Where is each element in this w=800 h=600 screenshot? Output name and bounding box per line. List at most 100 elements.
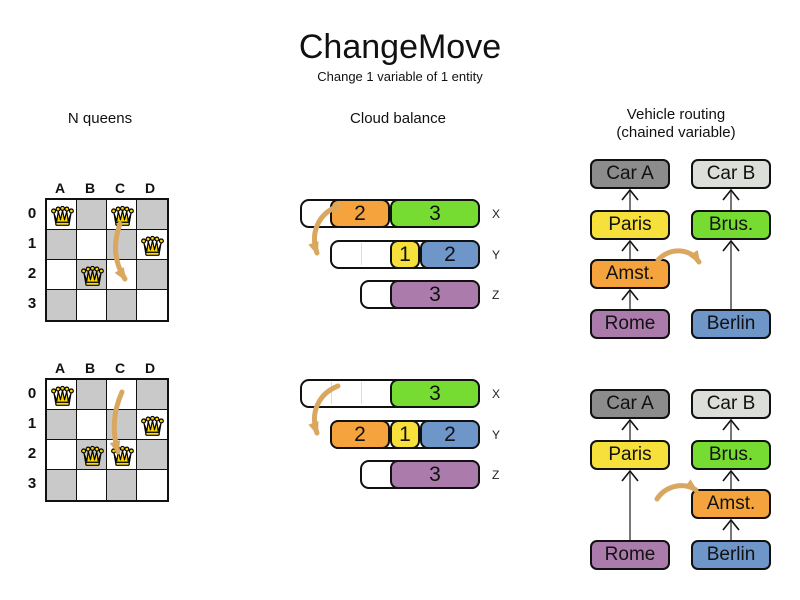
queen-crown: [141, 235, 164, 256]
vr-node-brus: Brus.: [691, 210, 771, 240]
vr-node-amst: Amst.: [691, 489, 771, 519]
board-cell: [107, 380, 137, 410]
cloud-computer-label: Y: [492, 428, 501, 442]
cloud-column-header: Cloud balance: [350, 110, 446, 127]
board-cell: [47, 260, 77, 290]
vr-node-paris: Paris: [590, 440, 670, 470]
queen-crown: [141, 415, 164, 436]
board-cell: [107, 290, 137, 320]
board-row-label: 3: [27, 475, 37, 492]
board-cell: [107, 230, 137, 260]
cloud-process-block: 3: [390, 379, 480, 408]
vr-node-amst: Amst.: [590, 259, 670, 289]
vr-node-rome: Rome: [590, 309, 670, 339]
slot-divider: [331, 382, 332, 404]
board-cell: [47, 230, 77, 260]
vr-node-brus: Brus.: [691, 440, 771, 470]
page-title: ChangeMove: [298, 28, 502, 66]
board-row-label: 2: [27, 445, 37, 462]
board-cell: [47, 470, 77, 500]
queen-icon: [139, 233, 166, 259]
board-cell: [77, 380, 107, 410]
nqueens-column-header: N queens: [67, 110, 133, 127]
vr-node-cara: Car A: [590, 389, 670, 419]
board-cell: [47, 290, 77, 320]
cloud-process-block: 2: [420, 420, 480, 449]
cloud-process-block: 3: [390, 280, 480, 309]
cloud-computer-label: Y: [492, 248, 501, 262]
board-cell: [77, 230, 107, 260]
chain-arrow: [621, 288, 639, 309]
vehicle-column-subheader: (chained variable): [616, 124, 736, 141]
queen-icon: [109, 203, 136, 229]
board-col-label: B: [84, 360, 96, 376]
chain-arrow: [722, 469, 740, 489]
vr-node-berlin: Berlin: [691, 309, 771, 339]
board-cell: [137, 380, 167, 410]
board-col-label: D: [144, 360, 156, 376]
board-cell: [47, 410, 77, 440]
queen-icon: [109, 443, 136, 469]
board-cell: [77, 410, 107, 440]
queen-crown: [111, 445, 134, 466]
chain-arrow: [722, 518, 740, 540]
board-cell: [77, 470, 107, 500]
board-cell: [137, 200, 167, 230]
board-col-label: C: [114, 180, 126, 196]
cloud-computer-label: X: [492, 207, 501, 221]
queen-icon: [49, 383, 76, 409]
board-row-label: 2: [27, 265, 37, 282]
queen-icon: [49, 203, 76, 229]
queen-crown: [111, 205, 134, 226]
board-cell: [137, 470, 167, 500]
vr-node-carb: Car B: [691, 159, 771, 189]
cloud-computer-label: Z: [492, 468, 500, 482]
chain-arrow: [621, 239, 639, 259]
vr-node-carb: Car B: [691, 389, 771, 419]
chessboard: [45, 198, 169, 322]
cloud-process-block: 1: [390, 240, 420, 269]
board-cell: [137, 260, 167, 290]
queen-icon: [79, 443, 106, 469]
vr-node-rome: Rome: [590, 540, 670, 570]
cloud-process-block: 2: [330, 420, 390, 449]
board-col-label: D: [144, 180, 156, 196]
chain-arrow: [621, 469, 639, 540]
board-cell: [77, 200, 107, 230]
slot-divider: [361, 382, 362, 404]
board-row-label: 1: [27, 235, 37, 252]
board-row-label: 3: [27, 295, 37, 312]
chessboard: [45, 378, 169, 502]
vr-node-cara: Car A: [590, 159, 670, 189]
board-cell: [77, 290, 107, 320]
board-row-label: 0: [27, 205, 37, 222]
cloud-process-block: 2: [420, 240, 480, 269]
queen-icon: [139, 413, 166, 439]
board-cell: [107, 410, 137, 440]
vehicle-column-header: Vehicle routing: [626, 106, 726, 123]
page-subtitle: Change 1 variable of 1 entity: [317, 69, 483, 84]
board-cell: [137, 290, 167, 320]
cloud-process-block: 3: [390, 460, 480, 489]
board-row-label: 0: [27, 385, 37, 402]
queen-crown: [81, 265, 104, 286]
cloud-process-block: 3: [390, 199, 480, 228]
vr-node-paris: Paris: [590, 210, 670, 240]
chain-arrow: [621, 418, 639, 440]
board-col-label: A: [54, 180, 66, 196]
queen-icon: [79, 263, 106, 289]
board-row-label: 1: [27, 415, 37, 432]
queen-crown: [81, 445, 104, 466]
cloud-process-block: 2: [330, 199, 390, 228]
board-col-label: B: [84, 180, 96, 196]
board-cell: [107, 260, 137, 290]
cloud-process-block: 1: [390, 420, 420, 449]
board-cell: [107, 470, 137, 500]
board-cell: [47, 440, 77, 470]
queen-crown: [51, 205, 74, 226]
cloud-computer-label: X: [492, 387, 501, 401]
queen-crown: [51, 385, 74, 406]
cloud-computer-label: Z: [492, 288, 500, 302]
chain-arrow: [621, 188, 639, 210]
